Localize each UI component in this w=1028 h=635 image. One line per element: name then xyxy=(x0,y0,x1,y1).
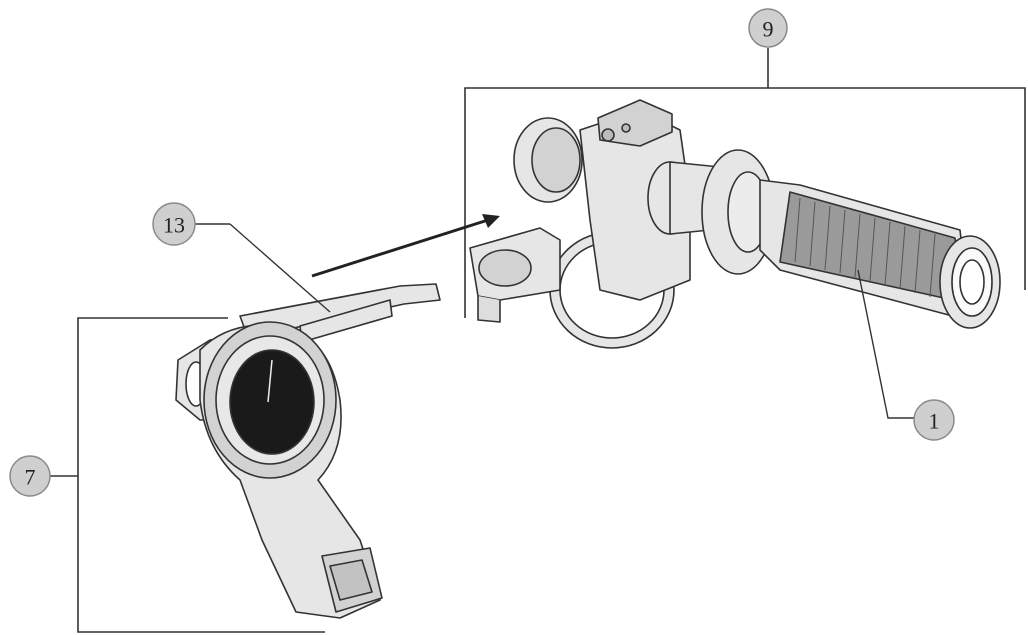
callout-7-label: 7 xyxy=(25,465,36,490)
callout-13: 13 xyxy=(152,202,196,246)
dust-extractor-drawing xyxy=(175,283,441,619)
bracket-assembly-9 xyxy=(464,48,1026,318)
callout-1-label: 1 xyxy=(929,409,940,434)
bracket-assembly-7 xyxy=(48,317,325,633)
callout-9-label: 9 xyxy=(763,17,774,42)
callout-9: 9 xyxy=(748,8,788,48)
side-handle-drawing xyxy=(469,99,1001,349)
insertion-arrow xyxy=(311,214,500,278)
leader-13-diag xyxy=(229,223,331,313)
leader-1 xyxy=(857,269,914,419)
callout-13-label: 13 xyxy=(163,213,185,238)
callout-1: 1 xyxy=(913,399,955,441)
callout-7: 7 xyxy=(9,455,51,497)
